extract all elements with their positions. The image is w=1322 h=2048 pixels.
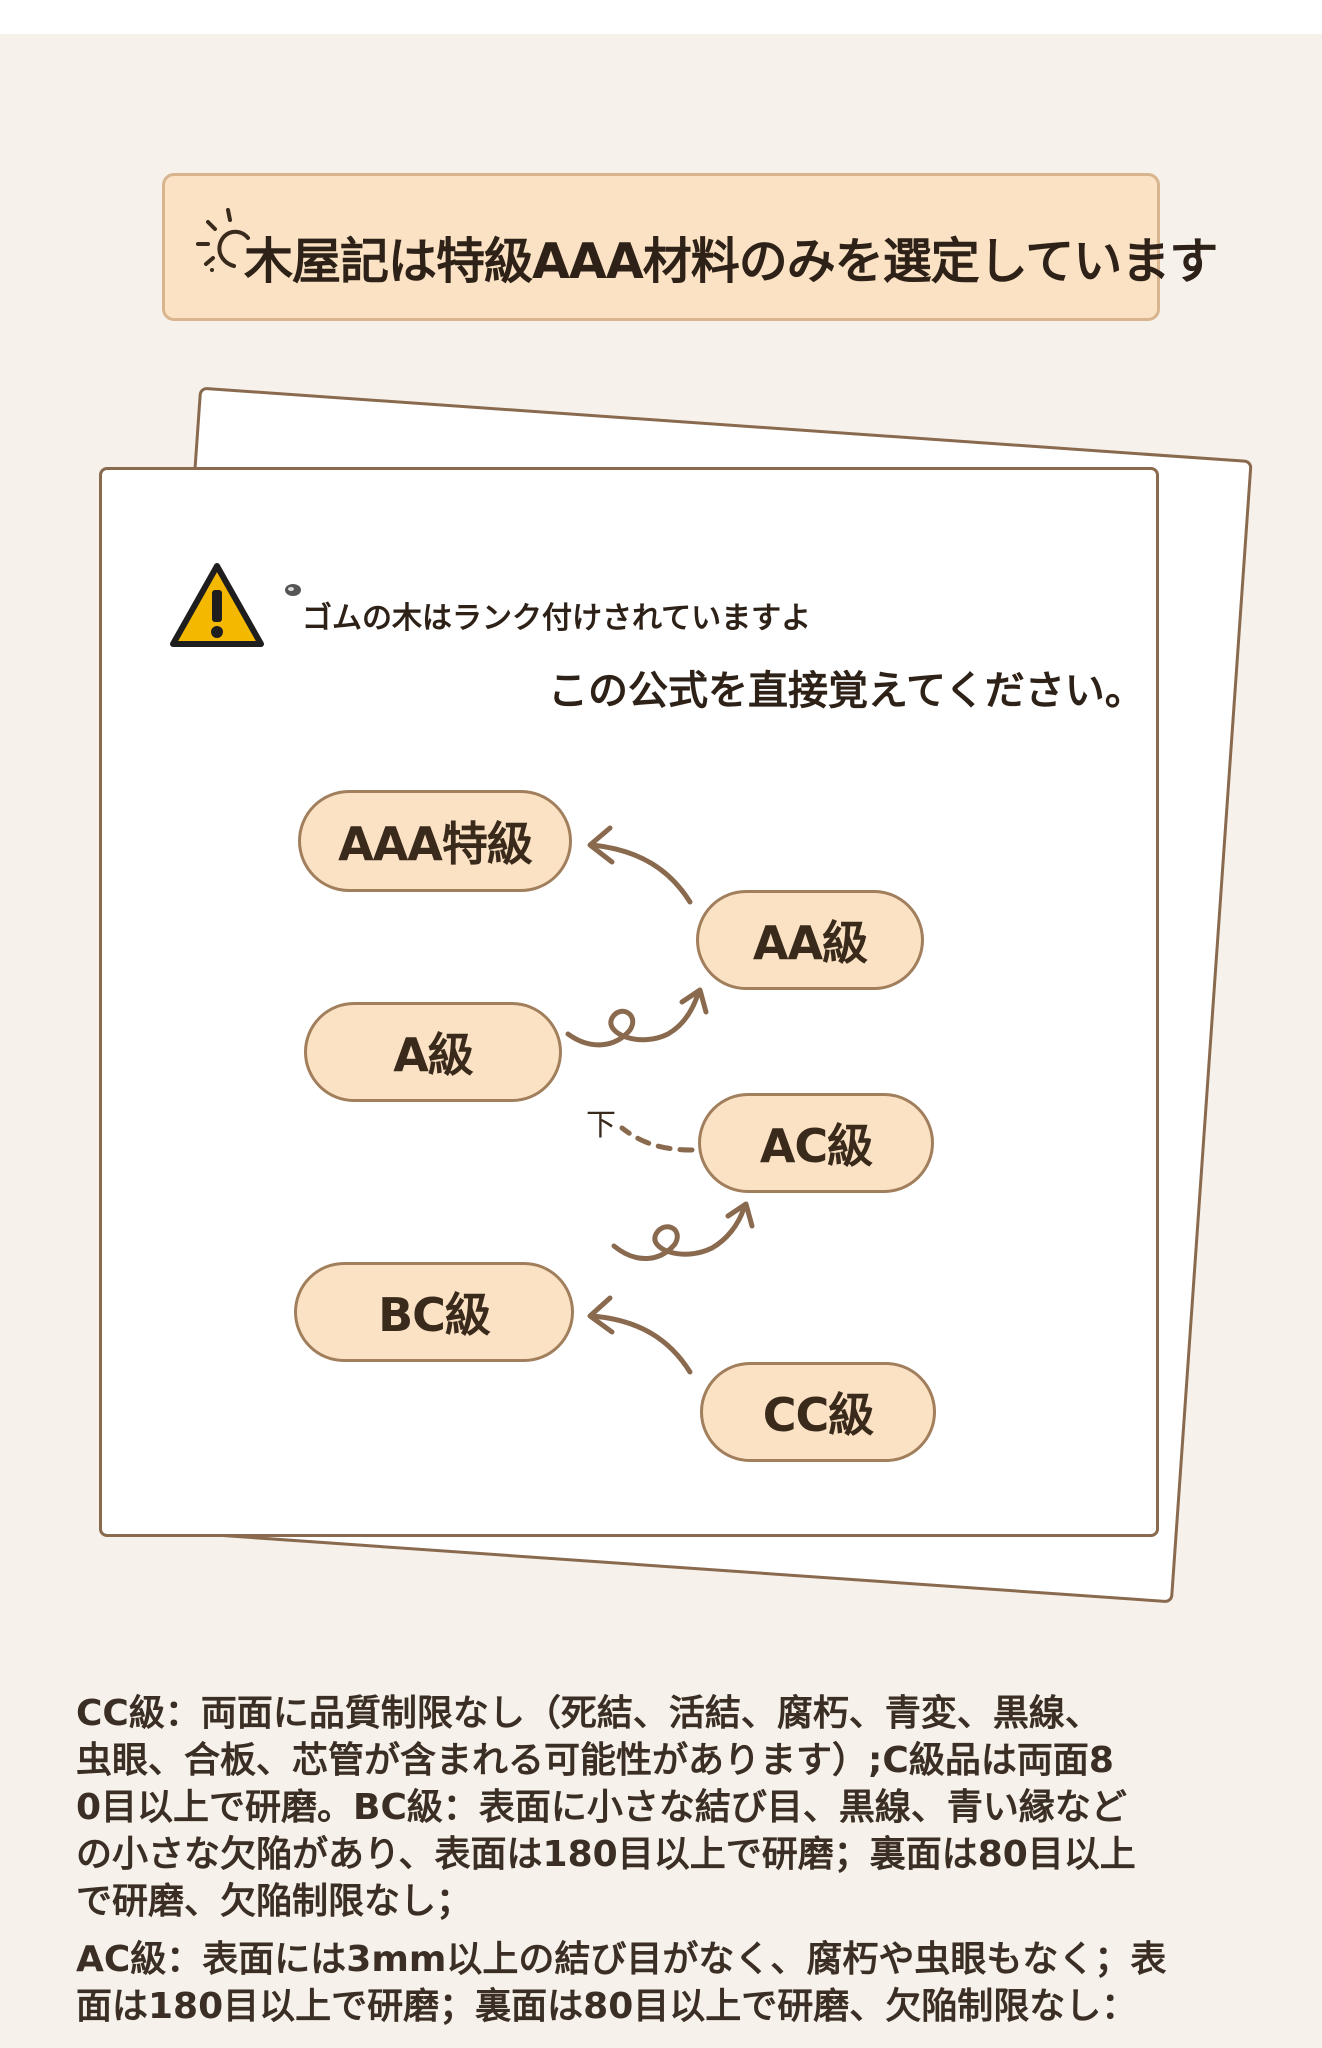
grade-cc-pill: CC級 (700, 1362, 936, 1462)
description-block-2: AC級：表面には3mm以上の結び目がなく、腐朽や虫眼もなく；表 面は180目以上… (76, 1936, 1276, 2030)
description-block-1: CC級：両面に品質制限なし（死結、活結、腐朽、青変、黒線、 虫眼、合板、芯管が含… (76, 1690, 1276, 1925)
description-line: の小さな欠陥があり、表面は180目以上で研磨；裏面は80目以上 (76, 1834, 1136, 1875)
description-line: AC級：表面には3mm以上の結び目がなく、腐朽や虫眼もなく；表 (76, 1939, 1167, 1980)
description-line: CC級：両面に品質制限なし（死結、活結、腐朽、青変、黒線、 (76, 1693, 1101, 1734)
warning-triangle-icon (170, 563, 264, 647)
formula-text: この公式を直接覚えてください。 (548, 668, 1145, 714)
warning-text: ゴムの木はランク付けされていますよ (302, 601, 812, 636)
title-banner (162, 173, 1160, 321)
lightbulb-icon (196, 208, 250, 272)
down-label: 下 (586, 1108, 616, 1143)
description-line: で研磨、欠陥制限なし； (76, 1881, 473, 1922)
speech-bubble-icon (285, 584, 301, 596)
grade-aa-pill: AA級 (696, 890, 924, 990)
description-line: 0目以上で研磨。BC級：表面に小さな結び目、黒線、青い縁など (76, 1787, 1127, 1828)
description-line: 面は180目以上で研磨；裏面は80目以上で研磨、欠陥制限なし： (76, 1986, 1138, 2027)
grade-ac-pill: AC級 (698, 1093, 934, 1193)
grade-aaa-pill: AAA特級 (298, 790, 572, 892)
banner-title: 木屋記は特級AAA材料のみを選定しています (244, 233, 1218, 290)
grade-a-pill: A級 (304, 1002, 562, 1102)
grade-bc-pill: BC級 (294, 1262, 574, 1362)
description-line: 虫眼、合板、芯管が含まれる可能性があります）;C級品は両面8 (76, 1740, 1114, 1781)
